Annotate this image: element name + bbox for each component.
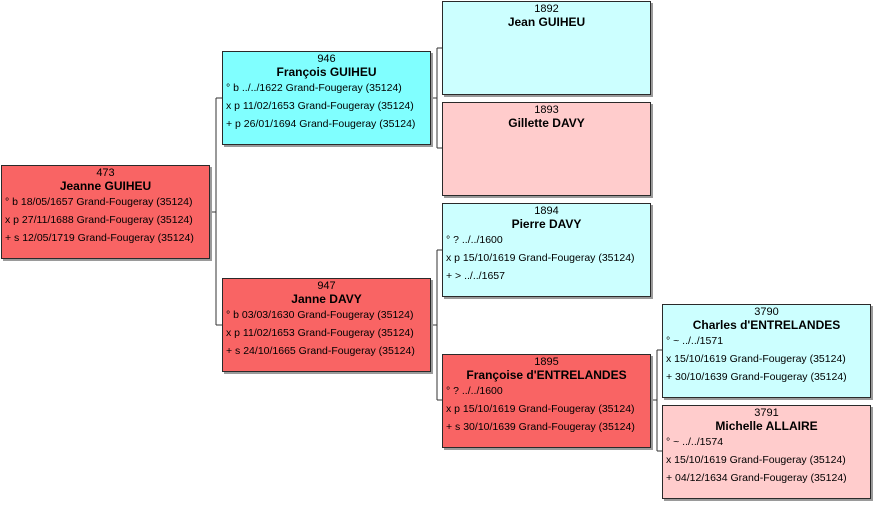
- marriage-event: x p 11/02/1653 Grand-Fougeray (35124): [226, 327, 414, 339]
- connector-473-parents: [210, 97, 222, 326]
- person-name: Janne DAVY: [291, 292, 362, 306]
- sosa-number: 1894: [534, 205, 559, 217]
- sosa-number: 1895: [534, 356, 559, 368]
- death-event: + s 12/05/1719 Grand-Fougeray (35124): [5, 232, 194, 244]
- person-card-946[interactable]: 946 François GUIHEU ° b ../../1622 Grand…: [222, 51, 431, 145]
- death-event: + p 26/01/1694 Grand-Fougeray (35124): [226, 118, 416, 130]
- person-name: Jean GUIHEU: [507, 15, 586, 29]
- person-card-1892[interactable]: 1892 Jean GUIHEU: [442, 1, 651, 95]
- person-name: Pierre DAVY: [511, 217, 582, 231]
- person-name: Françoise d'ENTRELANDES: [466, 368, 627, 382]
- connector-947-parents: [431, 249, 442, 401]
- birth-event: ° ? ../../1600: [446, 234, 503, 246]
- birth-event: ° b ../../1622 Grand-Fougeray (35124): [226, 82, 402, 94]
- birth-event: ° b 18/05/1657 Grand-Fougeray (35124): [5, 196, 193, 208]
- marriage-event: x 15/10/1619 Grand-Fougeray (35124): [666, 454, 846, 466]
- sosa-number: 3791: [754, 407, 779, 419]
- person-card-1893[interactable]: 1893 Gillette DAVY: [442, 102, 651, 196]
- marriage-event: x 15/10/1619 Grand-Fougeray (35124): [666, 353, 846, 365]
- marriage-event: x p 27/11/1688 Grand-Fougeray (35124): [5, 214, 193, 226]
- person-card-947[interactable]: 947 Janne DAVY ° b 03/03/1630 Grand-Foug…: [222, 278, 431, 372]
- birth-event: ° b 03/03/1630 Grand-Fougeray (35124): [226, 309, 414, 321]
- death-event: + > ../../1657: [446, 270, 505, 282]
- marriage-event: x p 15/10/1619 Grand-Fougeray (35124): [446, 252, 635, 264]
- sosa-number: 947: [317, 280, 336, 292]
- person-card-473[interactable]: 473 Jeanne GUIHEU ° b 18/05/1657 Grand-F…: [1, 165, 210, 259]
- death-event: + 30/10/1639 Grand-Fougeray (35124): [666, 371, 847, 383]
- person-card-1894[interactable]: 1894 Pierre DAVY ° ? ../../1600 x p 15/1…: [442, 203, 651, 297]
- sosa-number: 1893: [534, 104, 559, 116]
- connector-1895-parents: [651, 349, 662, 452]
- birth-event: ° ? ../../1600: [446, 385, 503, 397]
- person-card-3791[interactable]: 3791 Michelle ALLAIRE ° ~ ../../1574 x 1…: [662, 405, 871, 499]
- connector-946-parents: [431, 47, 442, 149]
- marriage-event: x p 11/02/1653 Grand-Fougeray (35124): [226, 100, 414, 112]
- death-event: + s 24/10/1665 Grand-Fougeray (35124): [226, 345, 415, 357]
- person-name: Charles d'ENTRELANDES: [692, 318, 841, 332]
- sosa-number: 473: [96, 167, 115, 179]
- death-event: + s 30/10/1639 Grand-Fougeray (35124): [446, 421, 635, 433]
- person-card-1895[interactable]: 1895 Françoise d'ENTRELANDES ° ? ../../1…: [442, 354, 651, 448]
- sosa-number: 3790: [754, 306, 779, 318]
- person-name: Jeanne GUIHEU: [59, 179, 152, 193]
- sosa-number: 946: [317, 53, 336, 65]
- birth-event: ° ~ ../../1571: [666, 335, 724, 347]
- birth-event: ° ~ ../../1574: [666, 436, 724, 448]
- person-name: François GUIHEU: [276, 65, 377, 79]
- person-name: Gillette DAVY: [508, 116, 585, 130]
- sosa-number: 1892: [534, 3, 559, 15]
- person-card-3790[interactable]: 3790 Charles d'ENTRELANDES ° ~ ../../157…: [662, 304, 871, 398]
- marriage-event: x p 15/10/1619 Grand-Fougeray (35124): [446, 403, 635, 415]
- death-event: + 04/12/1634 Grand-Fougeray (35124): [666, 472, 847, 484]
- person-name: Michelle ALLAIRE: [715, 419, 818, 433]
